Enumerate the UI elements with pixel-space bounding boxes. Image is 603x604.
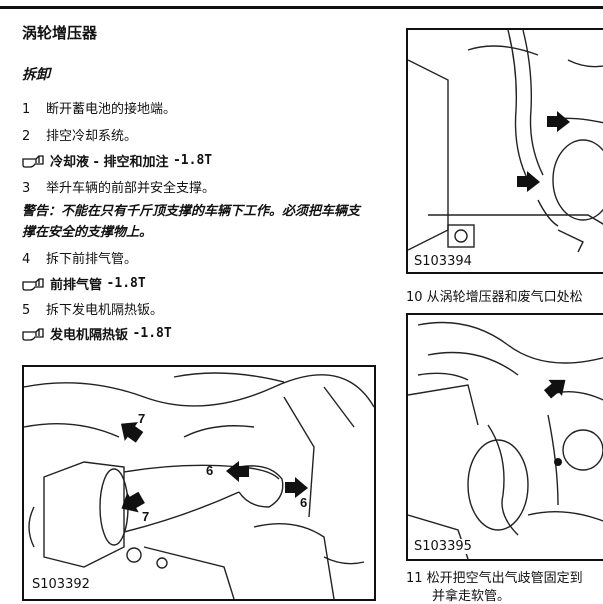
step-text: 举升车辆的前部并安全支撑。 bbox=[46, 181, 216, 196]
reference-value: -1.8T bbox=[106, 276, 146, 291]
wastegate-illustration bbox=[408, 30, 603, 253]
step-text: 排空冷却系统。 bbox=[46, 129, 138, 144]
reference-coolant[interactable]: 冷却液 - 排空和加注 -1.8T bbox=[22, 151, 212, 170]
callout-6-right: 6 bbox=[300, 495, 307, 510]
reference-alternator-heat-shield[interactable]: 发电机隔热钣 -1.8T bbox=[22, 324, 172, 343]
top-rule bbox=[0, 6, 603, 9]
figure-label: S103392 bbox=[30, 577, 92, 592]
step-3: 3 举升车辆的前部并安全支撑。 bbox=[22, 177, 215, 196]
reference-front-exhaust-pipe[interactable]: 前排气管 -1.8T bbox=[22, 274, 146, 293]
reference-value: -1.8T bbox=[172, 153, 213, 168]
pointing-hand-icon bbox=[22, 277, 44, 291]
step-number: 2 bbox=[22, 129, 31, 144]
step-11-text-line-2: 并拿走软管。 bbox=[432, 589, 511, 604]
step-number: 1 bbox=[22, 102, 31, 117]
step-11-text-line-1: 11 松开把空气出气歧管固定到 bbox=[406, 571, 583, 586]
callout-7-bottom: 7 bbox=[142, 509, 149, 524]
step-text: 拆下前排气管。 bbox=[46, 252, 138, 267]
figure-label: S103395 bbox=[412, 539, 474, 554]
air-outlet-illustration bbox=[408, 321, 603, 559]
callout-6-left: 6 bbox=[206, 463, 213, 478]
step-number: 3 bbox=[22, 181, 31, 196]
step-4: 4 拆下前排气管。 bbox=[22, 248, 137, 267]
step-2: 2 排空冷却系统。 bbox=[22, 125, 137, 144]
step-1: 1 断开蓄电池的接地端。 bbox=[22, 98, 176, 117]
step-number: 4 bbox=[22, 252, 31, 267]
reference-label: 发电机隔热钣 bbox=[50, 328, 129, 343]
section-heading: 拆卸 bbox=[22, 67, 50, 83]
callout-7-top: 7 bbox=[138, 411, 145, 426]
reference-label: 前排气管 bbox=[50, 278, 103, 293]
exhaust-illustration: 7 6 6 7 bbox=[24, 372, 374, 599]
figure-s103392: 7 6 6 7 S103392 bbox=[22, 365, 376, 601]
step-number: 5 bbox=[22, 303, 31, 318]
step-text: 拆下发电机隔热钣。 bbox=[46, 303, 164, 318]
warning-text: 警告：不能在只有千斤顶支撑的车辆下工作。必须把车辆支撑在安全的支撑物上。 bbox=[22, 204, 361, 240]
reference-value: -1.8T bbox=[132, 326, 172, 341]
reference-label: 冷却液 - 排空和加注 bbox=[50, 155, 169, 170]
page-title: 涡轮增压器 bbox=[22, 24, 98, 42]
figure-s103395: S103395 bbox=[406, 313, 603, 561]
step-text: 断开蓄电池的接地端。 bbox=[46, 102, 177, 117]
figure-label: S103394 bbox=[412, 254, 474, 269]
pointing-hand-icon bbox=[22, 327, 44, 341]
step-5: 5 拆下发电机隔热钣。 bbox=[22, 299, 163, 318]
pointing-hand-icon bbox=[22, 154, 44, 168]
figure-s103394: S103394 bbox=[406, 28, 603, 274]
step-10-text: 10 从涡轮增压器和废气口处松 bbox=[406, 290, 583, 305]
